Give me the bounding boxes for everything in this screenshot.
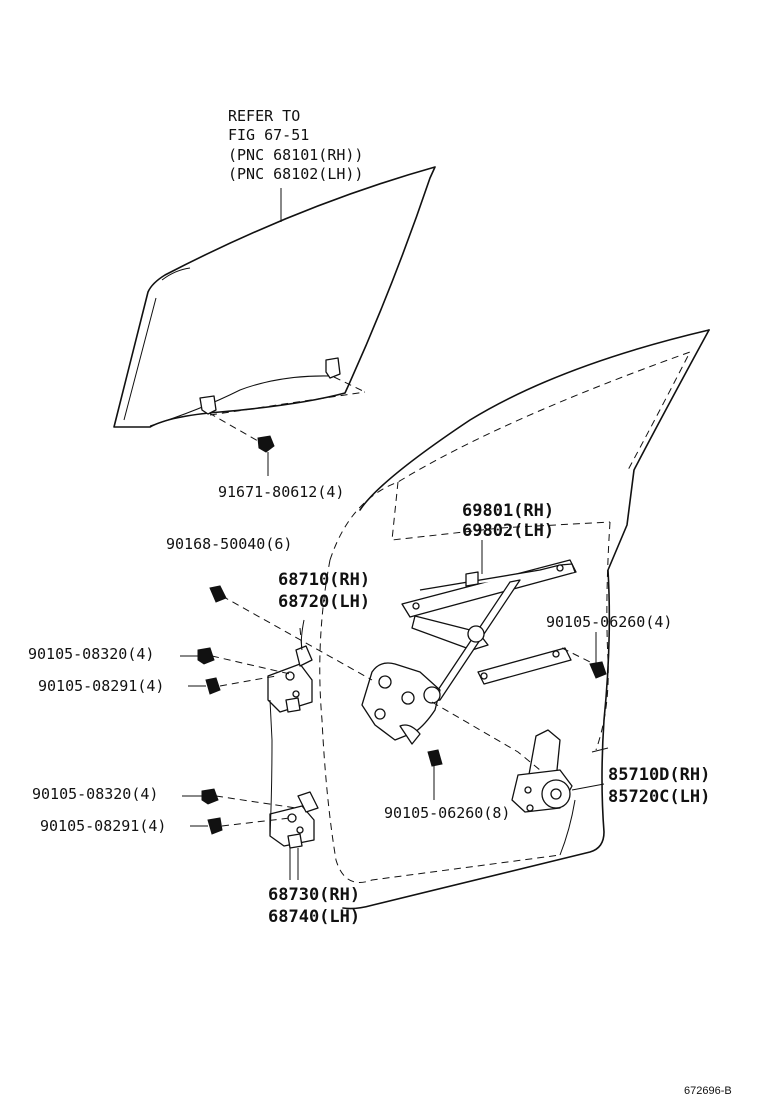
label-lower-hinge-lh[interactable]: 68740(LH) [268, 907, 360, 927]
label-motor-rh[interactable]: 85710D(RH) [608, 765, 710, 785]
hinge-bolts[interactable] [197, 647, 223, 835]
dash-leaders [211, 595, 595, 827]
glass-ref-line2: FIG 67-51 [228, 126, 309, 144]
label-upper-hinge-rh[interactable]: 68710(RH) [278, 570, 370, 590]
window-motor[interactable] [511, 729, 573, 813]
label-regulator-lh[interactable]: 69802(LH) [462, 521, 554, 541]
label-lower-bolt-b[interactable]: 90105-08291(4) [40, 817, 166, 835]
label-lower-bolt-a[interactable]: 90105-08320(4) [32, 785, 158, 803]
label-upper-bolt-a[interactable]: 90105-08320(4) [28, 645, 154, 663]
solid-leaders [180, 619, 605, 880]
glass-ref-line1: REFER TO [228, 107, 300, 125]
regulator-base[interactable] [361, 662, 441, 745]
bolt-90168[interactable] [209, 585, 227, 603]
label-motor-lh[interactable]: 85720C(LH) [608, 787, 710, 807]
glass-bolt-leader [208, 376, 366, 442]
upper-hinge[interactable] [267, 645, 313, 713]
label-bolt-90168[interactable]: 90168-50040(6) [166, 535, 292, 553]
window-regulator[interactable] [401, 559, 577, 703]
glass-ref-line3: (PNC 68101(RH)) [228, 146, 363, 164]
glass-reference-note: REFER TO FIG 67-51 (PNC 68101(RH)) (PNC … [228, 107, 363, 183]
label-regulator-rh[interactable]: 69801(RH) [462, 501, 554, 521]
label-regulator-bolt-right[interactable]: 90105-06260(4) [546, 613, 672, 631]
lower-hinge[interactable] [269, 791, 319, 849]
label-lower-hinge-rh[interactable]: 68730(RH) [268, 885, 360, 905]
label-upper-hinge-lh[interactable]: 68720(LH) [278, 592, 370, 612]
glass-ref-line4: (PNC 68102(LH)) [228, 165, 363, 183]
figure-code: 672696-B [684, 1085, 732, 1097]
label-glass-bolt[interactable]: 91671-80612(4) [218, 483, 344, 501]
glass-bolt[interactable] [257, 435, 275, 453]
door-frame [319, 329, 710, 910]
regulator-bolts[interactable] [427, 661, 607, 767]
label-regulator-bolt-lower[interactable]: 90105-06260(8) [384, 804, 510, 822]
label-upper-bolt-b[interactable]: 90105-08291(4) [38, 677, 164, 695]
door-glass[interactable] [113, 166, 436, 428]
